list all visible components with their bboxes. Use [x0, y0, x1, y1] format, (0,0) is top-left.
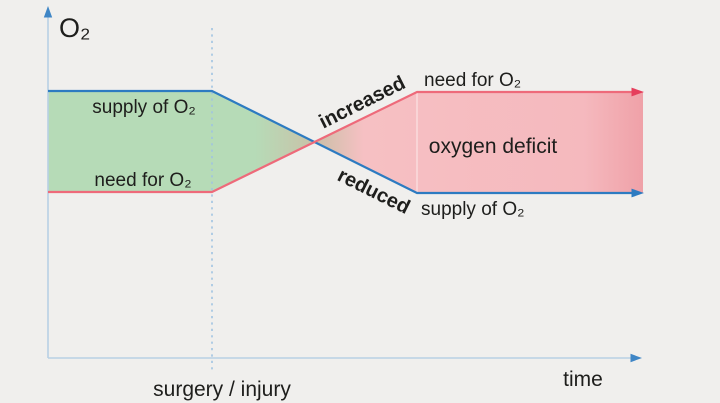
- supply-right-label: supply of O₂: [421, 199, 524, 220]
- deficit-label: oxygen deficit: [429, 135, 558, 158]
- y-axis-label: O₂: [59, 13, 90, 43]
- need-line: [48, 90, 632, 194]
- need-arrow-icon: [631, 87, 644, 97]
- surplus-area: [48, 91, 315, 192]
- x-axis-arrow-icon: [630, 353, 642, 363]
- need-right-label: need for O₂: [424, 70, 521, 91]
- x-axis-label: time: [563, 368, 603, 391]
- need-left-label: need for O₂: [94, 170, 191, 191]
- deficit-area: [314, 92, 643, 193]
- y-axis-arrow-icon: [43, 6, 53, 18]
- supply-left-label: supply of O₂: [92, 97, 195, 118]
- supply-arrow-icon: [631, 188, 644, 198]
- event-label: surgery / injury: [153, 378, 291, 401]
